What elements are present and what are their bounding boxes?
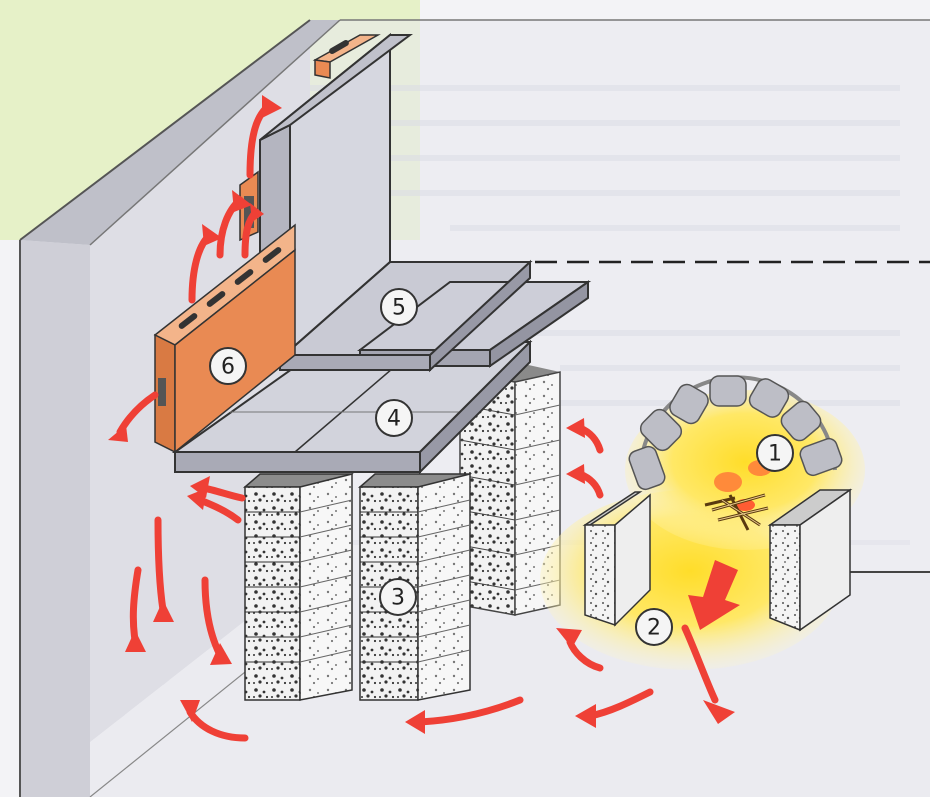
fireplace [540,375,865,670]
arch-stones [628,375,843,491]
vent-slot-icon [234,269,254,285]
vent-slot-icon [178,313,198,329]
svg-text:3: 3 [391,586,405,611]
svg-text:6: 6 [221,355,235,380]
svg-text:4: 4 [387,407,401,432]
vent-slot-icon [206,291,226,307]
vent-slot-icon [262,247,282,263]
svg-text:5: 5 [392,296,406,321]
side-wall-thickness [20,240,90,797]
brick-pillar-left [242,473,354,701]
svg-text:2: 2 [647,616,661,641]
label-4: 4 [375,399,413,437]
vent-slot-icon [244,196,254,228]
vent-slot-icon [329,40,349,54]
label-2: 2 [635,608,673,646]
side-wall-top-edge [20,20,340,245]
board-stack-4 [171,339,533,475]
svg-text:1: 1 [768,442,782,467]
label-5: 5 [380,288,418,326]
label-1: 1 [756,434,794,472]
label-3: 3 [379,578,417,616]
brick-pillar-middle [357,473,473,701]
label-6: 6 [209,347,247,385]
vent-slot-icon [158,378,166,406]
flow-arrow-icon [108,95,740,734]
